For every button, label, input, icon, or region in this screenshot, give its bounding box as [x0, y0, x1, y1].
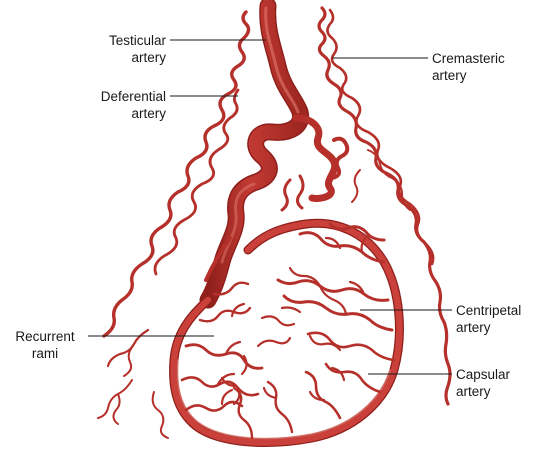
label-deferential-line1: Deferential	[101, 88, 166, 105]
label-cremasteric-line2: artery	[432, 67, 505, 84]
testicular-artery-vessel	[208, 6, 347, 300]
label-recurrent-line1: Recurrent	[8, 328, 82, 345]
cremasteric-artery-vessel	[319, 8, 450, 404]
label-recurrent-rami: Recurrent rami	[8, 328, 82, 362]
label-recurrent-line2: rami	[8, 345, 82, 362]
label-deferential-artery: Deferential artery	[101, 88, 166, 122]
label-cremasteric-artery: Cremasteric artery	[432, 50, 505, 84]
label-testicular-line1: Testicular	[109, 32, 166, 49]
label-centripetal-line1: Centripetal	[456, 302, 521, 319]
recurrent-rami-branches	[182, 283, 294, 411]
label-deferential-line2: artery	[101, 105, 166, 122]
label-capsular-artery: Capsular artery	[456, 366, 510, 400]
label-testicular-artery: Testicular artery	[109, 32, 166, 66]
label-testicular-line2: artery	[109, 49, 166, 66]
label-capsular-line1: Capsular	[456, 366, 510, 383]
label-centripetal-line2: artery	[456, 319, 521, 336]
label-cremasteric-line1: Cremasteric	[432, 50, 505, 67]
label-centripetal-artery: Centripetal artery	[456, 302, 521, 336]
label-capsular-line2: artery	[456, 383, 510, 400]
